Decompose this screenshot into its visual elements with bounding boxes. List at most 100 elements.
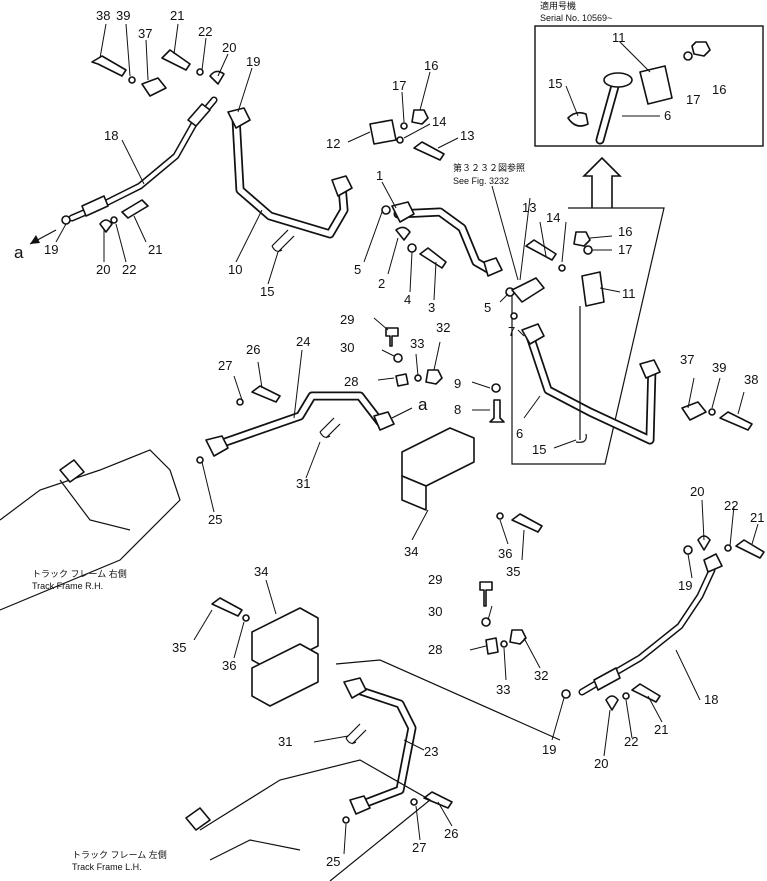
svg-text:15: 15	[548, 76, 562, 91]
bracket-34-lower	[211, 597, 319, 707]
callout: 21	[654, 722, 668, 737]
callout: 15	[260, 284, 274, 299]
callout: 39	[116, 8, 130, 23]
inset-panel: 適用号機 Serial No. 10569~ 11 15 6 17 16	[534, 0, 764, 147]
callout: 34	[404, 544, 418, 559]
track-frame-lh-jp: トラック フレーム 左側	[72, 849, 167, 860]
svg-text:6: 6	[664, 108, 671, 123]
callout: 14	[432, 114, 446, 129]
callout: 3	[428, 300, 435, 315]
callout: 19	[542, 742, 556, 757]
callout: 21	[148, 242, 162, 257]
callout: 21	[170, 8, 184, 23]
callout: 31	[278, 734, 292, 749]
ref-a-middle: a	[418, 395, 428, 414]
callout: 14	[546, 210, 560, 225]
callout: 23	[424, 744, 438, 759]
callout: 18	[104, 128, 118, 143]
callout: 17	[392, 78, 406, 93]
callout: 2	[378, 276, 385, 291]
leader-lines	[55, 23, 759, 855]
callout: 26	[444, 826, 458, 841]
callout: 9	[454, 376, 461, 391]
callout: 34	[254, 564, 268, 579]
callout: 22	[122, 262, 136, 277]
callout: 4	[404, 292, 411, 307]
callout: 8	[454, 402, 461, 417]
callout: 30	[428, 604, 442, 619]
callout: 35	[506, 564, 520, 579]
callout: 5	[484, 300, 491, 315]
callout: 1	[376, 168, 383, 183]
callout: 32	[534, 668, 548, 683]
callout: 10	[228, 262, 242, 277]
callout: 33	[410, 336, 424, 351]
callout: 19	[246, 54, 260, 69]
callout: 20	[594, 756, 608, 771]
callout: 27	[218, 358, 232, 373]
callout: 18	[704, 692, 718, 707]
callout: 7	[508, 324, 515, 339]
svg-text:17: 17	[686, 92, 700, 107]
callout: 25	[208, 512, 222, 527]
callout: 38	[96, 8, 110, 23]
callout: 20	[690, 484, 704, 499]
hose-assembly-upper	[61, 49, 353, 253]
callout: 19	[678, 578, 692, 593]
callout: 28	[428, 642, 442, 657]
svg-text:11: 11	[612, 30, 626, 45]
callout: 29	[340, 312, 354, 327]
callout: 13	[460, 128, 474, 143]
callout: 37	[680, 352, 694, 367]
callout: 20	[222, 40, 236, 55]
callout: 16	[424, 58, 438, 73]
detail-frame	[511, 207, 665, 465]
callout: 12	[326, 136, 340, 151]
callout: 36	[498, 546, 512, 561]
see-fig-jp: 第３２３２図参照	[453, 162, 525, 173]
track-frame-rh	[0, 449, 181, 611]
callout: 22	[624, 734, 638, 749]
callout: 24	[296, 334, 310, 349]
hose-assembly-lower	[335, 535, 765, 824]
callout: 33	[496, 682, 510, 697]
track-frame-lh	[185, 759, 432, 881]
callout: 32	[436, 320, 450, 335]
callout: 21	[750, 510, 764, 525]
see-fig: See Fig. 3232	[453, 176, 509, 186]
callout: 5	[354, 262, 361, 277]
callout: 22	[724, 498, 738, 513]
callout: 29	[428, 572, 442, 587]
track-frame-lh-label: Track Frame L.H.	[72, 862, 142, 872]
callout-labels: 38 39 37 21 22 20 19 18 19 20 22 21 10 1…	[44, 8, 764, 869]
callout: 22	[198, 24, 212, 39]
pipe-6	[489, 231, 753, 445]
svg-text:16: 16	[712, 82, 726, 97]
callout: 38	[744, 372, 758, 387]
callout: 25	[326, 854, 340, 869]
callout: 11	[622, 286, 636, 301]
callout: 19	[44, 242, 58, 257]
track-frame-rh-label: Track Frame R.H.	[32, 581, 103, 591]
callout: 6	[516, 426, 523, 441]
callout: 35	[172, 640, 186, 655]
arrow-up	[582, 156, 622, 208]
callout: 26	[246, 342, 260, 357]
callout: 13	[522, 200, 536, 215]
callout: 17	[618, 242, 632, 257]
callout: 31	[296, 476, 310, 491]
callout: 27	[412, 840, 426, 855]
track-frame-rh-jp: トラック フレーム 右側	[32, 568, 127, 579]
ref-a-left: a	[14, 243, 24, 262]
inset-title: 適用号機	[540, 0, 576, 11]
callout: 39	[712, 360, 726, 375]
inset-serial: Serial No. 10569~	[540, 13, 612, 23]
pipe-1	[369, 109, 545, 303]
callout: 36	[222, 658, 236, 673]
callout: 16	[618, 224, 632, 239]
callout: 20	[96, 262, 110, 277]
callout: 28	[344, 374, 358, 389]
callout: 37	[138, 26, 152, 41]
callout: 30	[340, 340, 354, 355]
